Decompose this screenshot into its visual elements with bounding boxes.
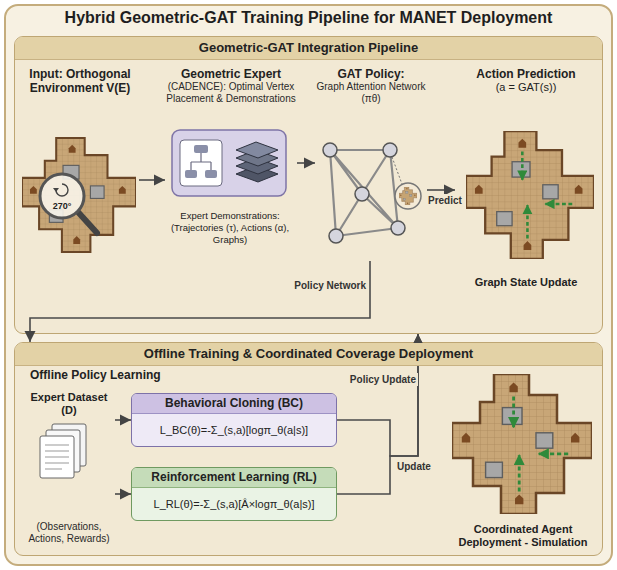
connector-arrow [30,261,370,342]
node-heading: GAT Policy: [337,67,404,81]
node-text: (Observations, Actions, Rewards) [23,521,115,547]
connector-arrow [115,419,131,421]
connector-arrow [427,189,455,191]
expert-module-icon [172,130,286,196]
angle-label: 270° [44,201,80,212]
edge-label: Update [395,460,433,473]
edge-label: Policy Network [288,279,368,292]
node-heading: Behavioral Cloning (BC) [132,394,336,414]
node-heading: Reinforcement Learning (RL) [132,468,336,488]
magnifier-handle [78,212,97,233]
connector-arrow [139,179,165,181]
subsection-label: Offline Policy Learning [30,368,190,383]
input-map [22,138,136,252]
node-text: Graph Attention Network (πθ) [315,81,427,105]
node-heading: Geometric Expert [181,67,281,81]
rotation-arc [56,184,68,196]
node-heading: Input: Orthogonal Environment V(E) [21,67,139,95]
edge-label: Policy Update [338,373,418,386]
node-text: L_RL(θ)=-Σ_(s,a)[Â×logπ_θ(a|s)] [132,488,336,520]
action-map [466,131,594,259]
node-text: (CADENCE): Optimal Vertex Placement & De… [165,81,297,105]
node-text: Graph State Update [475,276,578,291]
node-text: (a = GAT(s)) [496,81,557,94]
node-heading: Action Prediction [476,67,575,81]
connector-arrow [337,334,418,494]
bc-loss-box: Behavioral Cloning (BC)L_BC(θ)=-Σ_(s,a)[… [131,393,337,447]
node-heading: Offline Training & Coordinated Coverage … [15,343,602,366]
gat-graph [323,143,421,243]
annotation: Expert Demonstrations: (Trajectories (τ)… [164,210,296,246]
connector-arrow [337,334,418,456]
dataset-documents-icon [40,424,86,478]
deployment-map [452,374,592,514]
connector-arrow [115,493,131,495]
diagram-title: Hybrid Geometric-GAT Training Pipeline f… [10,9,607,27]
rl-loss-box: Reinforcement Learning (RL)L_RL(θ)=-Σ_(s… [131,467,337,521]
magnifier-lens [40,174,84,218]
connector-arrow [297,162,315,164]
node-heading: Coordinated Agent Deployment - Simulatio… [447,523,599,551]
node-heading: Geometric-GAT Integration Pipeline [15,37,602,60]
edge-label: Predict [426,194,464,207]
rotation-arrowhead [53,188,59,192]
node-heading: Expert Dataset (D) [23,391,115,417]
node-text: L_BC(θ)=-Σ_(s,a)[logπ_θ(a|s)] [132,414,336,446]
orthogonal-map [22,138,136,252]
